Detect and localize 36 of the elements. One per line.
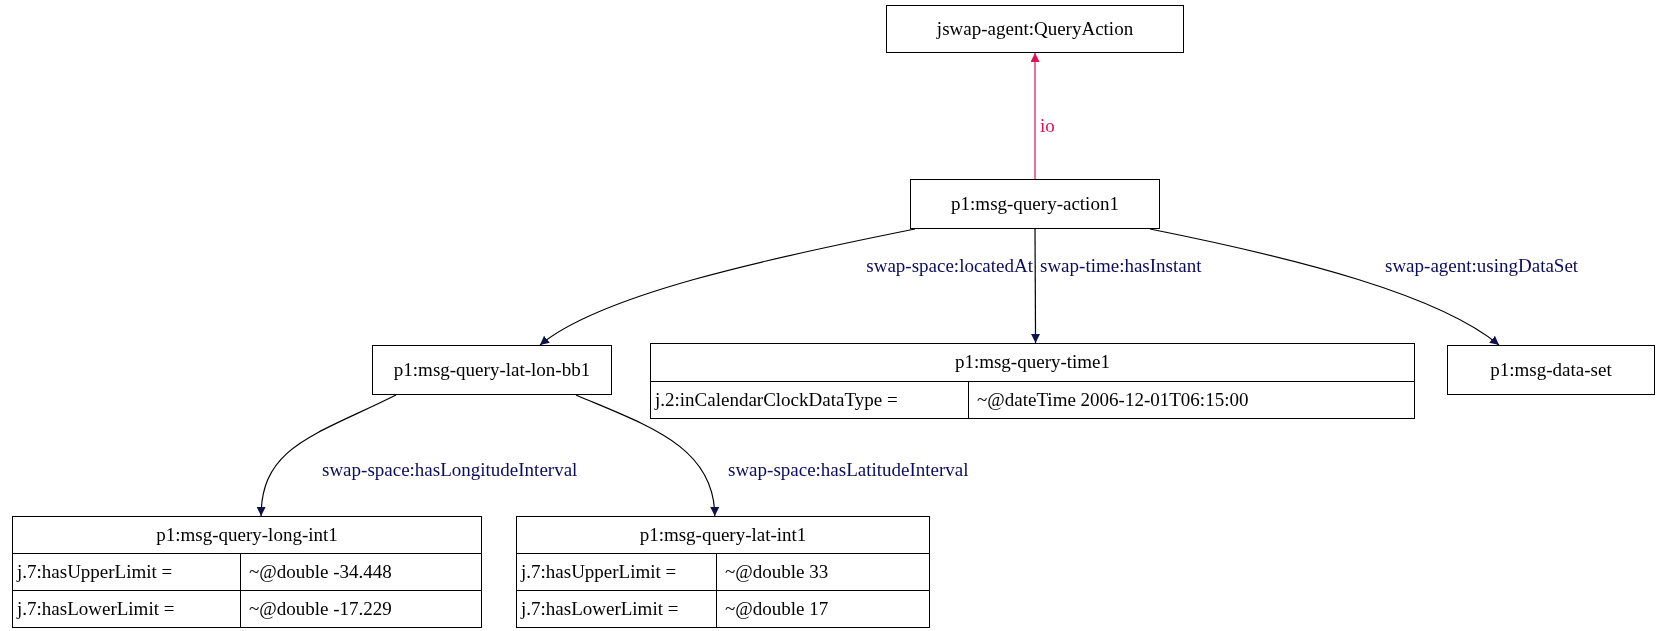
edge-label: swap-space:hasLatitudeInterval [728, 458, 969, 482]
record-title: p1:msg-query-time1 [954, 350, 1111, 374]
node-label: p1:msg-query-action1 [951, 191, 1119, 216]
property-value: ~@double 33 [725, 559, 829, 584]
node-label: p1:msg-data-set [1490, 357, 1612, 382]
node-label: jswap-agent:QueryAction [936, 16, 1134, 41]
arrow [257, 394, 397, 517]
property-name: j.7:hasUpperLimit = [521, 559, 677, 584]
record-title: p1:msg-query-long-int1 [156, 522, 338, 547]
property-name: j.2:inCalendarClockDataType = [655, 387, 898, 412]
node-box [1447, 345, 1655, 395]
property-name: j.7:hasUpperLimit = [17, 559, 173, 584]
record-title: p1:msg-query-lat-int1 [639, 522, 807, 547]
edge-label: swap-space:hasLongitudeInterval [322, 458, 578, 482]
property-name: j.7:hasLowerLimit = [17, 596, 175, 621]
property-value: ~@double -34.448 [249, 559, 392, 584]
record-box [516, 516, 930, 628]
property-value: ~@dateTime 2006-12-01T06:15:00 [977, 387, 1249, 412]
edge-label: io [1040, 114, 1055, 138]
node-label: p1:msg-query-lat-lon-bb1 [393, 357, 591, 382]
arrow [1031, 228, 1041, 344]
edge-label: swap-space:locatedAt [866, 254, 1033, 278]
node-box [372, 345, 612, 395]
node-box [886, 5, 1184, 53]
record-box [650, 343, 1415, 419]
node-box [910, 179, 1160, 229]
arrow [1030, 52, 1040, 180]
edge-label: swap-time:hasInstant [1040, 254, 1202, 278]
arrow [575, 394, 719, 517]
arrow [539, 228, 916, 346]
arrow [1149, 228, 1500, 346]
record-box [12, 516, 482, 628]
edge-label: swap-agent:usingDataSet [1385, 254, 1579, 278]
property-name: j.7:hasLowerLimit = [521, 596, 679, 621]
property-value: ~@double -17.229 [249, 596, 392, 621]
property-value: ~@double 17 [725, 596, 829, 621]
